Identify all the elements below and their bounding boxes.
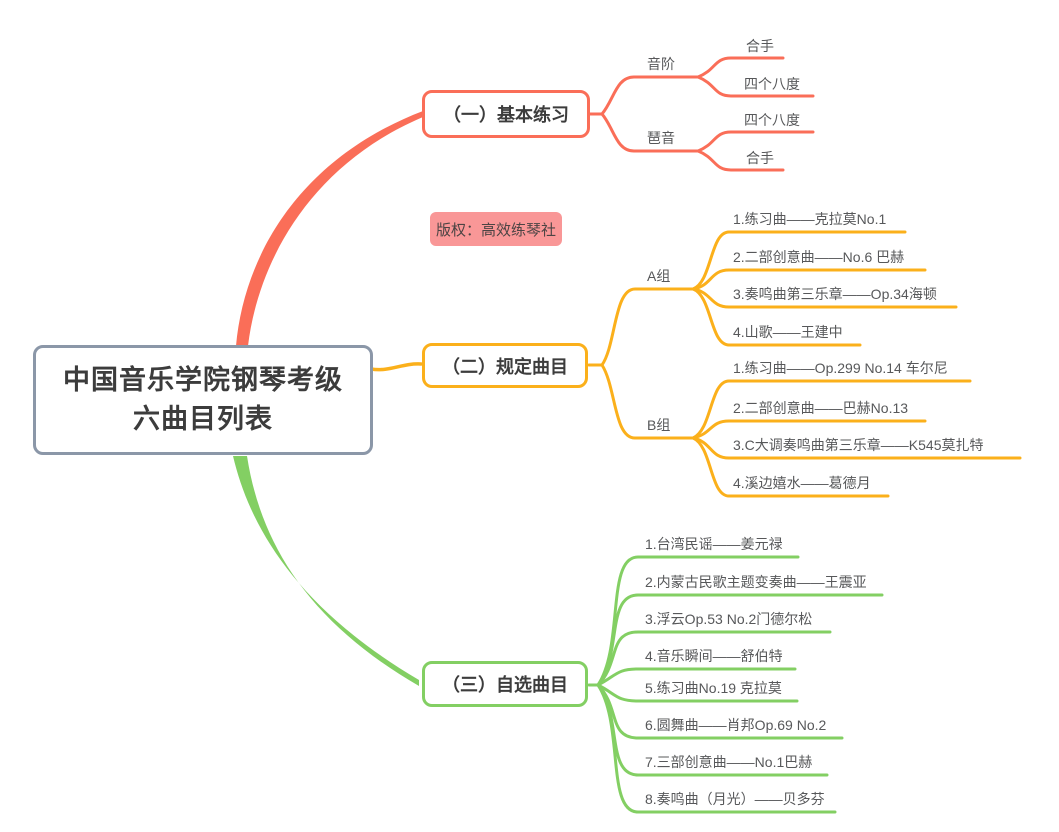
leaf-groupB-item3[interactable]: 3.C大调奏鸣曲第三乐章——K545莫扎特 <box>733 437 984 453</box>
leaf-scale-item1[interactable]: 合手 <box>746 38 774 54</box>
leaf-optional-item8[interactable]: 8.奏鸣曲（月光）——贝多芬 <box>645 791 825 807</box>
sub-topic-group-a[interactable]: A组 <box>647 268 671 284</box>
connector-scale-item1 <box>696 56 785 79</box>
connector-scale-item2 <box>696 75 815 98</box>
connector-root-to-branch2 <box>369 362 423 372</box>
connector-branch3-item3 <box>596 630 832 687</box>
leaf-optional-item6[interactable]: 6.圆舞曲——肖邦Op.69 No.2 <box>645 717 827 733</box>
connector-branch3-item4 <box>596 667 797 687</box>
connector-branch2-groupB <box>600 363 695 440</box>
connector-branch3-item8 <box>596 683 837 814</box>
root-topic-line1: 中国音乐学院钢琴考级 <box>63 364 343 395</box>
leaf-groupA-item3[interactable]: 3.奏鸣曲第三乐章——Op.34海顿 <box>733 286 937 302</box>
connector-branch1-scale <box>600 75 700 116</box>
branch-topic-label: （三）自选曲目 <box>442 675 568 695</box>
connector-branch2-groupA <box>600 287 695 367</box>
connector-root-to-branch1 <box>236 111 423 346</box>
connector-groupB-item2 <box>691 419 927 440</box>
copyright-label-text: 版权：高效练琴社 <box>435 221 556 239</box>
leaf-arpeggio-item2[interactable]: 合手 <box>746 150 774 166</box>
leaf-groupB-item4[interactable]: 4.溪边嬉水——葛德月 <box>733 475 871 491</box>
connector-groupA-item1 <box>691 230 907 291</box>
connector-branch3-item5 <box>596 683 799 703</box>
branch-topic-label: （一）基本练习 <box>443 105 569 125</box>
connector-groupB-item1 <box>691 379 972 440</box>
connector-branch3-item2 <box>596 593 884 687</box>
root-topic-line2: 六曲目列表 <box>133 404 273 434</box>
connector-arpeggio-item2 <box>696 149 785 172</box>
leaf-optional-item3[interactable]: 3.浮云Op.53 No.2门德尔松 <box>645 611 813 627</box>
sub-topic-group-b[interactable]: B组 <box>647 417 671 433</box>
connector-branch1-arpeggio <box>600 112 700 153</box>
leaf-groupA-item4[interactable]: 4.山歌——王建中 <box>733 324 843 340</box>
leaf-optional-item5[interactable]: 5.练习曲No.19 克拉莫 <box>645 680 782 696</box>
branch-topic-basic-exercises[interactable]: （一）基本练习 <box>422 90 590 138</box>
leaf-groupA-item2[interactable]: 2.二部创意曲——No.6 巴赫 <box>733 249 905 265</box>
branch-topic-required-pieces[interactable]: （二）规定曲目 <box>422 343 588 388</box>
leaf-scale-item2[interactable]: 四个八度 <box>744 76 800 92</box>
root-topic[interactable]: 中国音乐学院钢琴考级 六曲目列表 <box>33 345 373 455</box>
connector-arpeggio-item1 <box>696 130 815 153</box>
connector-groupA-item2 <box>691 268 927 291</box>
leaf-arpeggio-item1[interactable]: 四个八度 <box>744 112 800 128</box>
sub-topic-scale[interactable]: 音阶 <box>647 56 675 72</box>
branch-topic-optional-pieces[interactable]: （三）自选曲目 <box>422 661 588 707</box>
leaf-optional-item1[interactable]: 1.台湾民谣——姜元禄 <box>645 536 783 552</box>
connector-groupB-item4 <box>691 436 890 498</box>
leaf-optional-item4[interactable]: 4.音乐瞬间——舒伯特 <box>645 648 783 664</box>
leaf-optional-item7[interactable]: 7.三部创意曲——No.1巴赫 <box>645 754 813 770</box>
leaf-groupA-item1[interactable]: 1.练习曲——克拉莫No.1 <box>733 211 887 227</box>
connector-root-to-branch3 <box>233 456 419 686</box>
connector-groupA-item4 <box>691 287 862 347</box>
branch-topic-label: （二）规定曲目 <box>442 356 568 377</box>
sub-topic-arpeggio[interactable]: 琶音 <box>647 130 675 146</box>
leaf-groupB-item2[interactable]: 2.二部创意曲——巴赫No.13 <box>733 400 909 416</box>
leaf-groupB-item1[interactable]: 1.练习曲——Op.299 No.14 车尔尼 <box>733 360 948 376</box>
leaf-optional-item2[interactable]: 2.内蒙古民歌主题变奏曲——王震亚 <box>645 574 867 590</box>
copyright-label[interactable]: 版权：高效练琴社 <box>430 212 562 246</box>
